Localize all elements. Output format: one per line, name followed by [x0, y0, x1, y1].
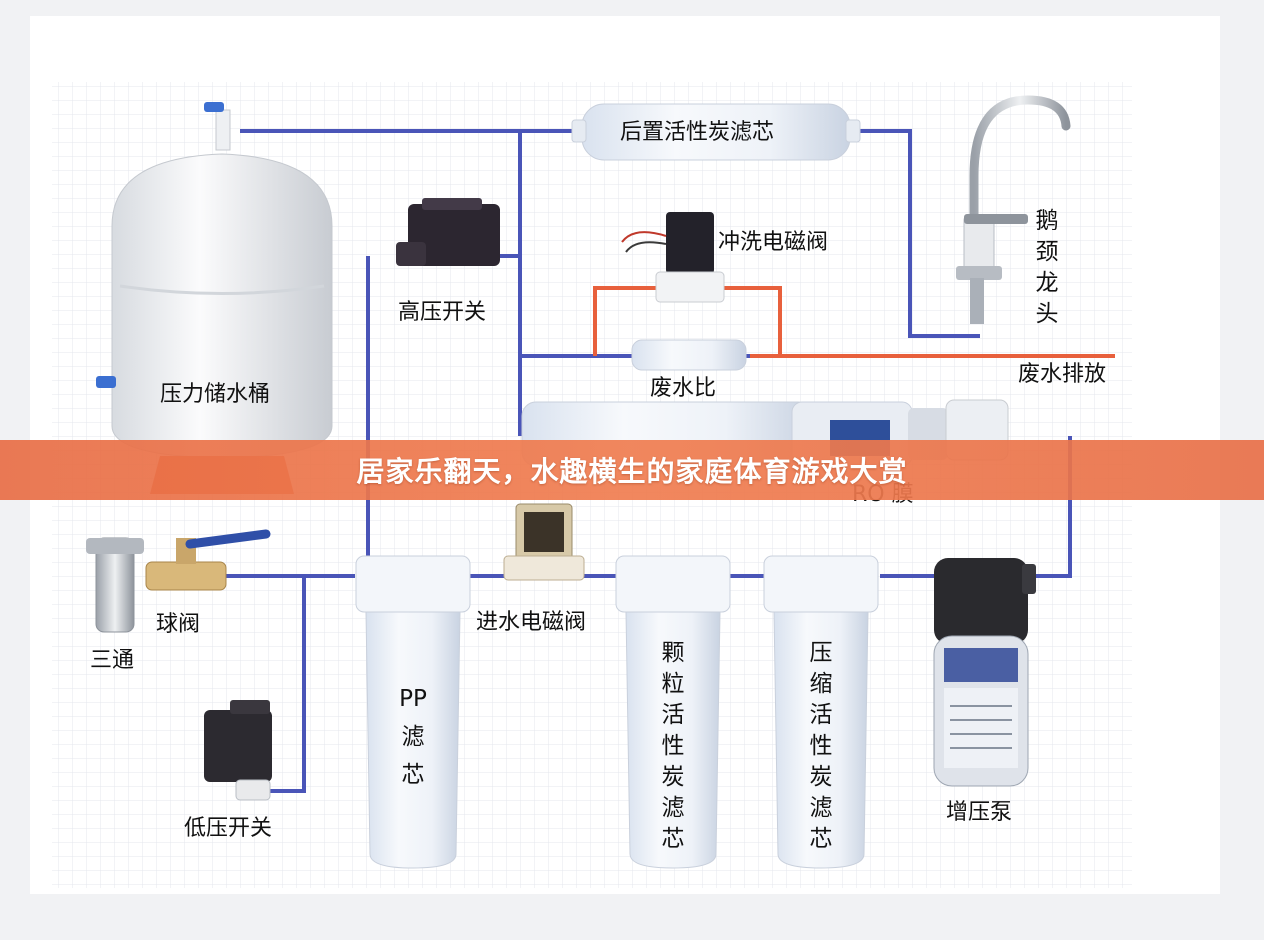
label-compressed-carbon-filter: 压缩活性炭滤芯 — [809, 640, 833, 852]
label-inlet-solenoid-valve: 进水电磁阀 — [476, 610, 587, 635]
gooseneck-faucet — [956, 95, 1071, 324]
label-tee-fitting: 三通 — [90, 648, 135, 673]
label-pp-filter: PP滤芯 — [399, 686, 427, 788]
tee-fitting — [86, 537, 144, 633]
booster-pump — [933, 558, 1036, 787]
inlet-solenoid-valve — [503, 503, 585, 581]
ball-valve — [145, 529, 271, 591]
compressed-carbon-filter-canister — [763, 555, 879, 869]
label-waste-ratio: 废水比 — [650, 376, 717, 401]
label-post-carbon-filter: 后置活性炭滤芯 — [620, 120, 775, 145]
label-booster-pump: 增压泵 — [946, 800, 1013, 825]
label-flush-solenoid-valve: 冲洗电磁阀 — [718, 230, 829, 255]
label-high-pressure-switch: 高压开关 — [398, 300, 487, 325]
high-pressure-switch — [396, 198, 500, 266]
post-carbon-filter — [571, 103, 861, 161]
label-granular-carbon-filter: 颗粒活性炭滤芯 — [661, 640, 685, 852]
pp-filter-canister — [355, 555, 471, 869]
label-low-pressure-switch: 低压开关 — [184, 816, 273, 841]
low-pressure-switch — [204, 700, 272, 801]
flush-solenoid-valve — [621, 212, 725, 303]
label-pressure-tank: 压力储水桶 — [160, 382, 271, 407]
banner-title: 居家乐翻天，水趣横生的家庭体育游戏大赏 — [356, 455, 908, 488]
label-waste-drain: 废水排放 — [1018, 362, 1107, 387]
granular-carbon-filter-canister — [615, 555, 731, 869]
label-gooseneck-faucet: 鹅颈龙头 — [1035, 208, 1059, 327]
title-banner: 居家乐翻天，水趣横生的家庭体育游戏大赏 — [0, 440, 1264, 500]
waste-ratio-valve — [631, 339, 747, 371]
label-ball-valve: 球阀 — [156, 612, 201, 637]
